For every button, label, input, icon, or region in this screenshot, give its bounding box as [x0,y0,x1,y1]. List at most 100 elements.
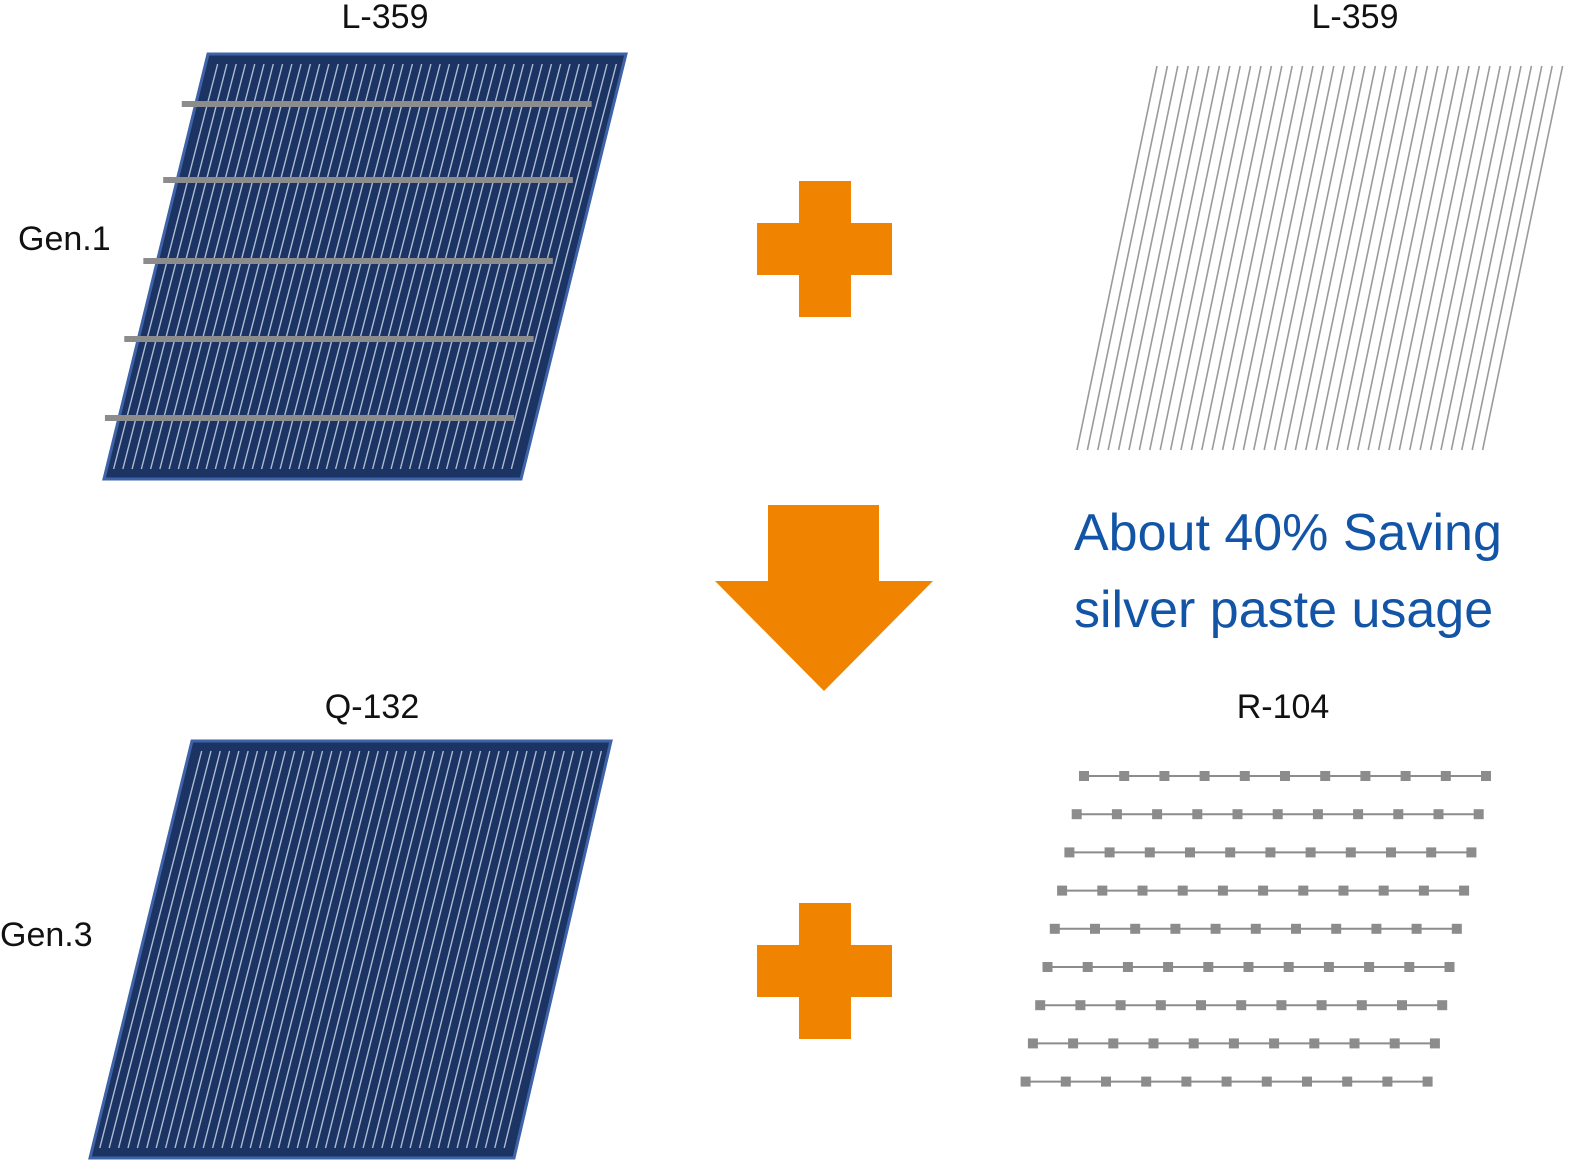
savings-callout-line1: About 40% Saving [1074,504,1502,562]
paste-pad [1155,1000,1166,1011]
paste-pad [1433,809,1444,820]
paste-pad [1269,1038,1280,1049]
finger-line [390,750,491,1149]
finger-line [122,63,228,470]
finger-line [465,750,565,1149]
paste-pad [1239,771,1250,781]
paste-pad [1378,885,1389,896]
paste-pad [1111,809,1122,820]
paste-line [1336,65,1418,451]
finger-line [510,63,618,470]
gen3-cell-title: Q-132 [325,688,420,726]
paste-pad [1192,809,1203,820]
finger-line [325,63,432,470]
paste-pad [1272,809,1283,820]
paste-pad [1130,923,1141,934]
finger-line [136,750,240,1149]
paste-pad [1397,1000,1407,1011]
paste-pad [1090,923,1100,934]
paste-line [1242,65,1325,451]
paste-pad [1159,771,1170,781]
arrow-down-icon [715,505,933,691]
paste-line [1429,65,1512,451]
paste-pad [1225,847,1236,858]
finger-line [108,750,212,1149]
paste-pad [1042,962,1053,972]
finger-line [240,750,342,1149]
finger-line [447,750,547,1149]
finger-line [270,63,376,470]
gen3-paste-title: R-104 [1237,688,1330,726]
paste-pad [1060,1076,1071,1087]
finger-line [334,750,435,1149]
paste-pad [1228,1038,1239,1049]
paste-pad [1071,809,1082,820]
finger-line [177,63,284,470]
paste-pad [1177,885,1188,896]
paste-pad [1276,1000,1287,1011]
finger-line [464,63,571,470]
paste-line [1305,65,1387,451]
paste-pad [1148,1038,1159,1049]
paste-pad [1199,771,1210,781]
paste-pad [1203,962,1214,972]
gen1-silver-paste-pattern [1076,65,1564,451]
paste-pad [1049,923,1060,934]
paste-pad [1097,885,1108,896]
finger-line [482,63,590,470]
paste-pad [1364,962,1375,972]
finger-line [233,63,339,470]
paste-pad [1236,1000,1247,1011]
finger-line [455,63,562,470]
paste-pad [1079,771,1089,781]
finger-line [149,63,256,470]
paste-line [1409,65,1491,451]
paste-line [1138,65,1221,451]
finger-line [223,63,330,470]
paste-pad [1371,923,1382,934]
finger-line [306,750,407,1149]
finger-line [202,750,305,1149]
paste-line [1325,65,1408,451]
finger-line [473,63,580,470]
paste-pad [1068,1038,1079,1049]
paste-pad [1356,1000,1367,1011]
paste-pad [1243,962,1254,972]
paste-pad [1258,885,1269,896]
paste-pad [1064,847,1075,858]
paste-pad [1323,962,1334,972]
finger-line [437,750,537,1149]
finger-line [214,63,321,470]
finger-line [436,63,543,470]
paste-line [1159,65,1241,451]
paste-pad [1115,1000,1126,1011]
finger-line [131,63,237,470]
paste-line [1440,65,1522,451]
finger-line [324,750,426,1149]
finger-line [146,750,249,1149]
paste-pad [1188,1038,1199,1049]
finger-line [249,750,352,1149]
paste-pad [1141,1076,1152,1087]
paste-line [1346,65,1429,451]
finger-line [501,63,608,470]
paste-pad [1342,1076,1353,1087]
finger-line [174,750,277,1149]
paste-line [1097,65,1179,451]
savings-callout-line2: silver paste usage [1074,581,1493,639]
finger-line [205,63,312,470]
paste-line [1450,65,1533,451]
paste-pad [1137,885,1148,896]
gen3-row-label: Gen.3 [0,916,93,954]
finger-line [127,750,231,1149]
paste-pad [1422,1076,1433,1087]
paste-line [1086,65,1169,451]
finger-line [390,63,497,470]
paste-pad [1400,771,1411,781]
finger-line [344,63,451,470]
paste-pad [1386,847,1396,858]
paste-pad [1345,847,1356,858]
finger-line [296,750,398,1149]
plus-icon [757,903,892,1039]
